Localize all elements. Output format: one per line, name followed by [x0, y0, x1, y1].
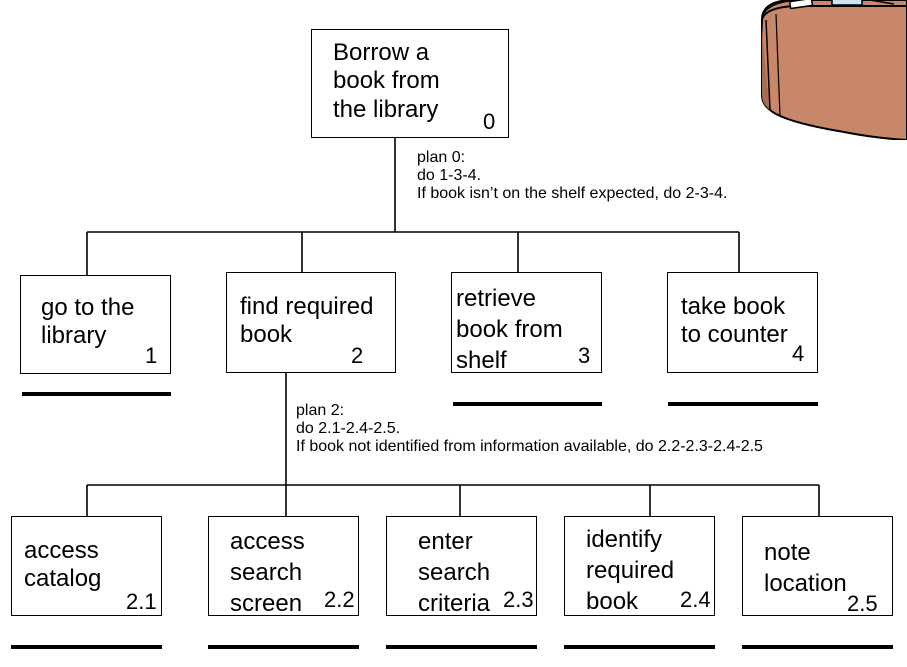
task-label-2: find required book [240, 293, 374, 349]
leaf-underline-4 [668, 402, 818, 406]
task-label-3: retrieve book from shelf [456, 285, 563, 375]
library-counter-icon [761, 0, 907, 140]
subtask-number-2-2: 2.2 [324, 587, 355, 612]
subtask-number-2-4: 2.4 [680, 587, 711, 612]
leaf-underline-2-5 [742, 645, 893, 649]
task-label-4: take book to counter [681, 293, 788, 349]
leaf-underline-2-1 [11, 645, 162, 649]
subtask-number-2-3: 2.3 [503, 587, 534, 612]
task-box-2: find required book 2 [226, 272, 396, 373]
subtask-label-2-4: identify required book [586, 526, 675, 616]
subtask-box-2-2: access search screen 2.2 [208, 516, 359, 617]
subtask-box-2-3: enter search criteria 2.3 [386, 516, 537, 617]
subtask-label-2-5: note location [764, 539, 847, 598]
leaf-underline-2-3 [386, 645, 537, 649]
plan-2-condition: If book not identified from information … [296, 437, 763, 455]
task-number-4: 4 [792, 341, 805, 366]
leaf-underline-2-2 [208, 645, 359, 649]
task-box-3: retrieve book from shelf 3 [451, 272, 602, 374]
task-box-4: take book to counter 4 [667, 272, 818, 373]
plan-2-title: plan 2: [296, 402, 345, 419]
task-number-1: 1 [145, 343, 158, 368]
root-task-box: Borrow a book from the library 0 [311, 29, 509, 138]
task-label-1: go to the library [41, 294, 135, 350]
subtask-box-2-5: note location 2.5 [742, 516, 893, 616]
subtask-label-2-1: access catalog [24, 537, 102, 593]
plan-2: plan 2: do 2.1-2.4-2.5. If book not iden… [296, 402, 763, 456]
subtask-number-2-5: 2.5 [847, 591, 878, 616]
subtask-number-2-1: 2.1 [126, 589, 157, 614]
plan-0-step: do 1-3-4. [417, 166, 482, 184]
root-task-number: 0 [483, 109, 496, 134]
plan-0-title: plan 0: [417, 149, 466, 166]
plan-0: plan 0: do 1-3-4. If book isn’t on the s… [417, 149, 727, 203]
task-number-3: 3 [578, 343, 591, 368]
subtask-box-2-1: access catalog 2.1 [11, 516, 162, 616]
leaf-underline-3 [453, 402, 602, 406]
plan-0-condition: If book isn’t on the shelf expected, do … [417, 184, 728, 202]
subtask-box-2-4: identify required book 2.4 [564, 516, 715, 616]
subtask-label-2-3: enter search criteria [418, 528, 491, 618]
leaf-underline-2-4 [564, 645, 715, 649]
leaf-underline-1 [22, 392, 171, 396]
root-task-label: Borrow a book from the library [333, 39, 440, 123]
subtask-label-2-2: access search screen [230, 528, 305, 618]
plan-2-step: do 2.1-2.4-2.5. [296, 419, 401, 437]
task-box-1: go to the library 1 [20, 275, 171, 374]
task-number-2: 2 [351, 343, 364, 368]
